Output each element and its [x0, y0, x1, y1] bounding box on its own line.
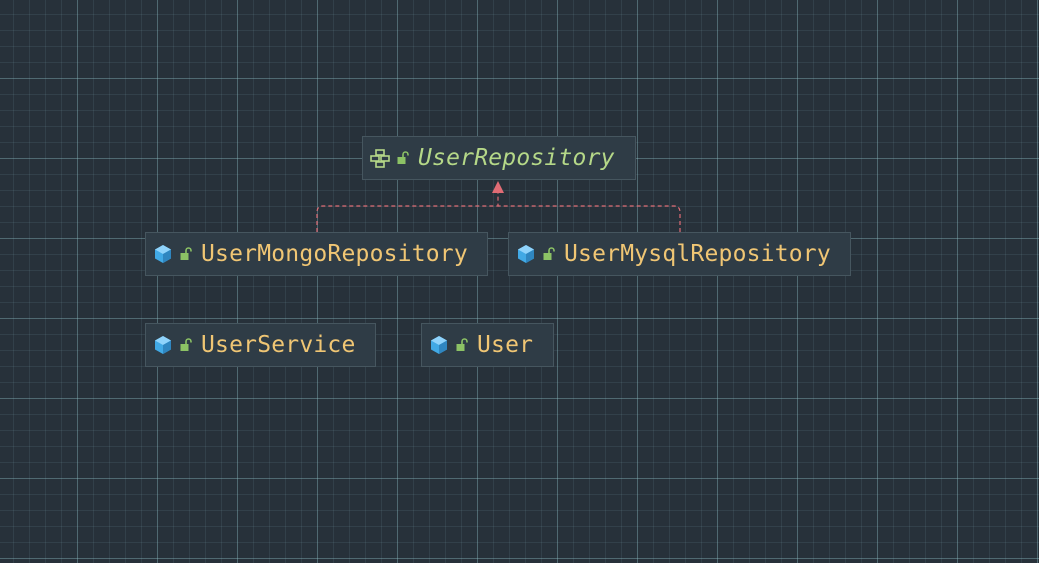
node-label: UserRepository — [418, 145, 615, 171]
class-icon — [155, 336, 171, 354]
node-user-service[interactable]: UserService — [145, 323, 376, 367]
node-user[interactable]: User — [421, 323, 554, 367]
node-user-mysql-repository[interactable]: UserMysqlRepository — [508, 232, 851, 276]
implements-edge-mongo[interactable] — [316, 192, 499, 232]
node-label: UserService — [201, 332, 356, 358]
unlocked-icon — [397, 151, 409, 164]
implements-arrowhead — [492, 181, 504, 193]
unlocked-icon — [180, 247, 192, 260]
unlocked-icon — [456, 338, 468, 351]
node-label: UserMongoRepository — [201, 241, 468, 267]
node-label: User — [477, 332, 534, 358]
class-icon — [431, 336, 447, 354]
node-user-repository[interactable]: UserRepository — [362, 136, 636, 180]
implements-edge-mysql[interactable] — [498, 205, 681, 232]
unlocked-icon — [543, 247, 555, 260]
node-user-mongo-repository[interactable]: UserMongoRepository — [145, 232, 488, 276]
unlocked-icon — [180, 338, 192, 351]
class-icon — [518, 245, 534, 263]
interface-icon — [370, 149, 390, 168]
node-label: UserMysqlRepository — [564, 241, 831, 267]
class-icon — [155, 245, 171, 263]
